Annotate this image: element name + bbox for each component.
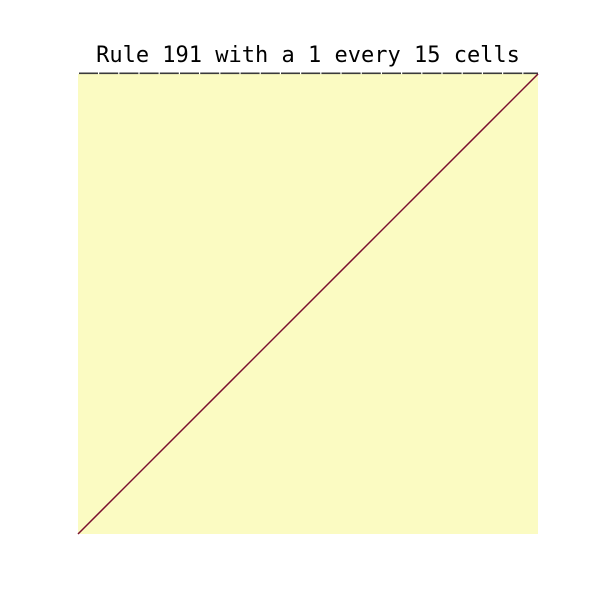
initial-row-segment xyxy=(119,72,139,75)
initial-row-segment xyxy=(99,72,119,75)
initial-row-segment xyxy=(422,72,442,75)
initial-row-segment xyxy=(361,72,381,75)
initial-row-segment xyxy=(321,72,341,75)
initial-row-segment xyxy=(503,72,523,75)
initial-row-segment xyxy=(180,72,199,75)
initial-row-segment xyxy=(462,72,482,75)
initial-row-segment xyxy=(139,72,159,75)
initial-row-segment xyxy=(341,72,361,75)
initial-row-segment xyxy=(442,72,462,75)
initial-row-segment xyxy=(260,72,280,75)
initial-row-segment xyxy=(523,72,538,75)
initial-row-segment xyxy=(240,72,260,75)
initial-row-segment xyxy=(200,72,220,75)
initial-row-segment xyxy=(382,72,401,75)
initial-row-segment xyxy=(220,72,240,75)
initial-row-segment xyxy=(79,72,98,75)
automaton-diagonal xyxy=(77,73,539,535)
initial-row-segment xyxy=(281,72,300,75)
initial-row-segment xyxy=(159,72,179,75)
plot-title: Rule 191 with a 1 every 15 cells xyxy=(96,43,520,68)
initial-row-segment xyxy=(402,72,422,75)
initial-row-segment xyxy=(301,72,321,75)
initial-row-segment xyxy=(483,72,502,75)
initial-row xyxy=(79,72,538,75)
